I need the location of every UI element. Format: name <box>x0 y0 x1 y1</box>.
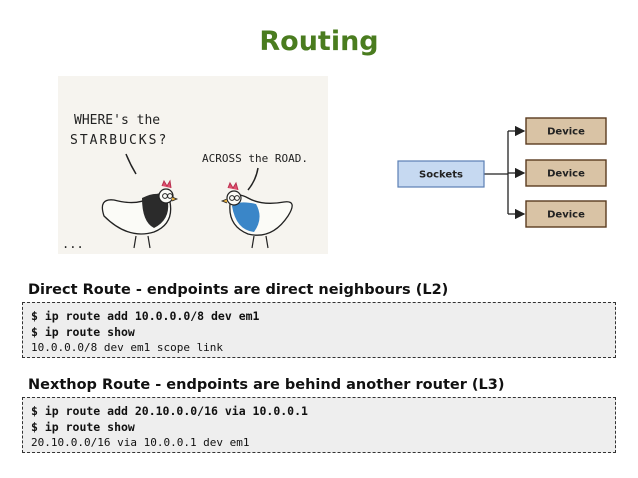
direct-route-codeblock: $ ip route add 10.0.0.0/8 dev em1 $ ip r… <box>22 302 616 358</box>
chicken-cartoon: WHERE's the STARBUCKS? ACROSS the ROAD. … <box>58 76 328 254</box>
sockets-device-diagram: Sockets Device Device Device <box>396 110 612 240</box>
code-output-line: 10.0.0.0/8 dev em1 scope link <box>31 341 224 354</box>
code-line: $ ip route add 10.0.0.0/8 dev em1 <box>31 309 260 323</box>
slide-title: Routing <box>259 26 379 57</box>
ellipsis: ... <box>62 237 84 251</box>
left-chicken <box>101 179 179 249</box>
bubble-left-line2: STARBUCKS? <box>70 133 168 148</box>
code-output-line: 20.10.0.0/16 via 10.0.0.1 dev em1 <box>31 436 250 449</box>
device-label-1: Device <box>547 127 585 138</box>
device-box-1: Device <box>525 117 607 145</box>
sockets-label: Sockets <box>419 170 463 181</box>
bubble-right: ACROSS the ROAD. <box>202 152 308 165</box>
device-label-3: Device <box>547 210 585 221</box>
code-line: $ ip route add 20.10.0.0/16 via 10.0.0.1 <box>31 404 308 418</box>
nexthop-route-codeblock: $ ip route add 20.10.0.0/16 via 10.0.0.1… <box>22 397 616 453</box>
bubble-left-line1: WHERE's the <box>74 113 160 128</box>
right-chicken <box>220 181 293 249</box>
code-line: $ ip route show <box>31 420 135 434</box>
direct-route-heading: Direct Route - endpoints are direct neig… <box>28 282 449 298</box>
device-box-3: Device <box>525 200 607 228</box>
device-label-2: Device <box>547 169 585 180</box>
device-box-2: Device <box>525 159 607 187</box>
nexthop-route-heading: Nexthop Route - endpoints are behind ano… <box>28 377 505 393</box>
sockets-box: Sockets <box>397 160 485 188</box>
code-line: $ ip route show <box>31 325 135 339</box>
